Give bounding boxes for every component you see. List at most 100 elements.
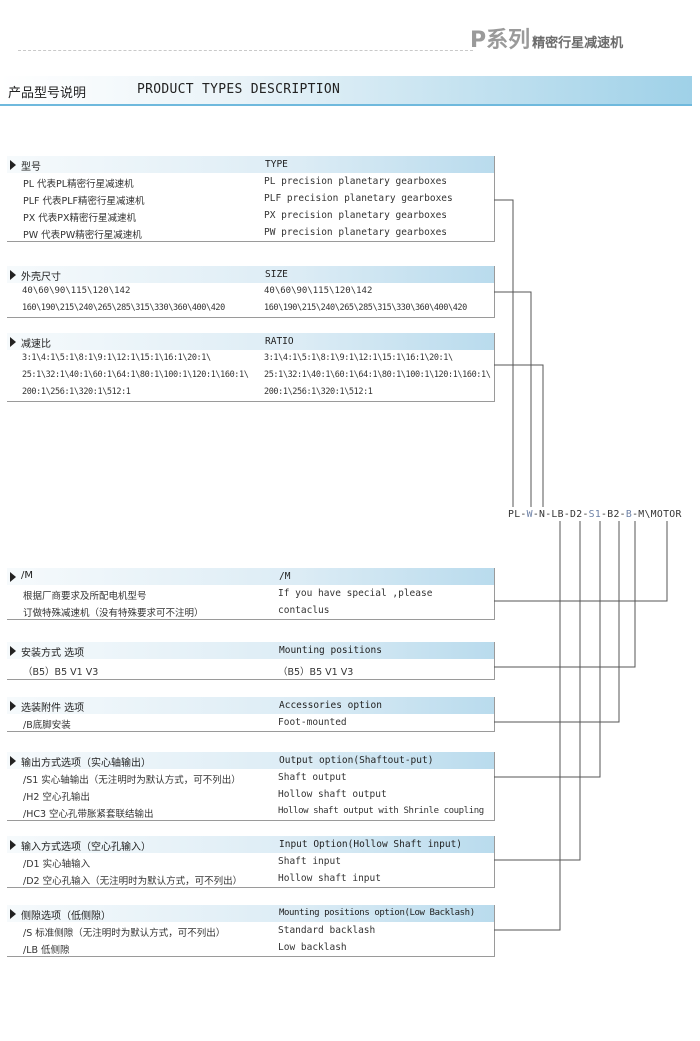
- motor-title-cn: /M: [21, 570, 33, 581]
- ratio-row-cn: 25:1\32:1\40:1\60:1\64:1\80:1\100:1\120:…: [22, 370, 249, 380]
- ratio-row-en: 200:1\256:1\320:1\512:1: [264, 387, 373, 397]
- input-box-header: 输入方式选项（空心孔输入） Input Option(Hollow Shaft …: [7, 836, 494, 853]
- motor-row-cn: 订做特殊减速机（没有特殊要求可不注明）: [23, 608, 204, 619]
- triangle-right-icon: [10, 840, 16, 850]
- model-code-separator: \: [644, 509, 651, 520]
- series-title: P系列精密行星减速机: [470, 22, 623, 54]
- accessories-title-cn: 选装附件 选项: [21, 703, 85, 714]
- backlash-row: /LB 低侧隙 Low backlash: [7, 939, 494, 956]
- motor-row: 订做特殊减速机（没有特殊要求可不注明）contaclus: [7, 602, 494, 619]
- triangle-right-icon: [10, 270, 16, 280]
- series-letter: P: [470, 28, 487, 53]
- output-row-cn: /H2 空心孔输出: [23, 792, 90, 803]
- motor-box: /M /M 根据厂商要求及所配电机型号 If you have special ,…: [7, 568, 495, 620]
- output-row-cn: /HC3 空心孔带胀紧套联结输出: [23, 809, 154, 820]
- connector-backlash: [494, 521, 561, 931]
- mounting-row: （B5）B5 V1 V3 （B5）B5 V1 V3: [7, 659, 494, 679]
- output-row: /H2 空心孔输出 Hollow shaft output: [7, 786, 494, 803]
- type-row-en: PLF precision planetary gearboxes: [264, 193, 453, 204]
- triangle-right-icon: [10, 337, 16, 347]
- output-row-en: Hollow shaft output: [278, 789, 387, 800]
- ratio-box-header: 减速比 RATIO: [7, 333, 494, 350]
- model-code-segment: LB: [551, 509, 564, 520]
- accessories-row-cn: /B底脚安装: [23, 720, 71, 731]
- backlash-row-cn: /LB 低侧隙: [23, 945, 70, 956]
- ratio-title-en: RATIO: [265, 336, 294, 347]
- type-box-header: 型号 TYPE: [7, 156, 494, 173]
- triangle-right-icon: [10, 160, 16, 170]
- model-code-segment: S1: [588, 509, 602, 520]
- size-row: 160\190\215\240\265\285\315\330\360\400\…: [7, 300, 494, 317]
- backlash-box-header: 侧隙选项（低侧隙） Mounting positions option(Low …: [7, 905, 494, 922]
- model-code-separator: -: [520, 509, 527, 520]
- mounting-box-header: 安装方式 选项 Mounting positions: [7, 642, 494, 659]
- ratio-row: 3:1\4:1\5:1\8:1\9:1\12:1\15:1\16:1\20:1\…: [7, 350, 494, 367]
- type-row: PLF 代表PLF精密行星减速机 PLF precision planetary …: [7, 190, 494, 207]
- output-row-en: Shaft output: [278, 772, 347, 783]
- output-row-en: Hollow shaft output with Shrinle couplin…: [278, 806, 484, 816]
- ratio-row-cn: 3:1\4:1\5:1\8:1\9:1\12:1\15:1\16:1\20:1\: [22, 353, 211, 363]
- input-row-en: Hollow shaft input: [278, 873, 381, 884]
- connector-motor: [494, 521, 668, 602]
- size-row-cn: 160\190\215\240\265\285\315\330\360\400\…: [22, 303, 225, 313]
- type-title-en: TYPE: [265, 159, 288, 170]
- input-title-cn: 输入方式选项（空心孔输入）: [21, 842, 151, 853]
- input-title-en: Input Option(Hollow Shaft input): [279, 839, 463, 850]
- motor-box-header: /M /M: [7, 568, 494, 585]
- type-row-en: PL precision planetary gearboxes: [264, 176, 448, 187]
- backlash-box: 侧隙选项（低侧隙） Mounting positions option(Low …: [7, 905, 495, 957]
- output-row: /HC3 空心孔带胀紧套联结输出 Hollow shaft output with…: [7, 803, 494, 820]
- type-row-cn: PW 代表PW精密行星减速机: [23, 230, 142, 241]
- ratio-row-en: 25:1\32:1\40:1\60:1\64:1\80:1\100:1\120:…: [264, 370, 491, 380]
- accessories-box-header: 选装附件 选项 Accessories option: [7, 697, 494, 714]
- model-code-segment: B: [625, 509, 633, 520]
- model-code-segment: MOTOR: [650, 509, 682, 520]
- motor-row-en: If you have special ,please: [278, 588, 433, 599]
- mounting-title-en: Mounting positions: [279, 645, 382, 656]
- model-code-separator: -: [582, 509, 589, 520]
- backlash-row-cn: /S 标准侧隙（无注明时为默认方式，可不列出）: [23, 928, 226, 939]
- model-code-segment: M: [638, 509, 645, 520]
- model-code-segment: N: [539, 509, 546, 520]
- input-row-cn: /D1 实心轴输入: [23, 859, 91, 870]
- backlash-title-en: Mounting positions option(Low Backlash): [279, 908, 475, 918]
- input-row-en: Shaft input: [278, 856, 341, 867]
- section-title-band: 产品型号说明 PRODUCT TYPES DESCRIPTION: [0, 76, 692, 106]
- input-row: /D1 实心轴输入 Shaft input: [7, 853, 494, 870]
- output-title-cn: 输出方式选项（实心轴输出）: [21, 758, 151, 769]
- series-word: 系列: [486, 28, 531, 53]
- mounting-row-en: （B5）B5 V1 V3: [278, 667, 354, 678]
- type-row-cn: PX 代表PX精密行星减速机: [23, 213, 136, 224]
- triangle-right-icon: [10, 572, 16, 582]
- mounting-box: 安装方式 选项 Mounting positions （B5）B5 V1 V3（…: [7, 642, 495, 680]
- type-row-cn: PLF 代表PLF精密行星减速机: [23, 196, 145, 207]
- section-title-en: PRODUCT TYPES DESCRIPTION: [137, 82, 341, 97]
- model-code-separator: -: [545, 509, 552, 520]
- input-box: 输入方式选项（空心孔输入） Input Option(Hollow Shaft …: [7, 836, 495, 888]
- output-row-cn: /S1 实心轴输出（无注明时为默认方式，可不列出）: [23, 775, 241, 786]
- triangle-right-icon: [10, 756, 16, 766]
- output-row: /S1 实心轴输出（无注明时为默认方式，可不列出） Shaft output: [7, 769, 494, 786]
- connector-mounting: [494, 521, 636, 668]
- input-row-cn: /D2 空心孔输入（无注明时为默认方式，可不列出）: [23, 876, 243, 887]
- size-title-cn: 外壳尺寸: [21, 272, 61, 283]
- output-box-header: 输出方式选项（实心轴输出） Output option(Shaftout-put…: [7, 752, 494, 769]
- connector-output: [494, 521, 601, 778]
- triangle-right-icon: [10, 646, 16, 656]
- mounting-row-cn: （B5）B5 V1 V3: [23, 667, 99, 678]
- accessories-row: /B底脚安装 Foot-mounted: [7, 714, 494, 731]
- backlash-row: /S 标准侧隙（无注明时为默认方式，可不列出）Standard backlash: [7, 922, 494, 939]
- backlash-row-en: Low backlash: [278, 942, 347, 953]
- accessories-row-en: Foot-mounted: [278, 717, 347, 728]
- series-subtitle: 精密行星减速机: [532, 36, 624, 51]
- motor-row-cn: 根据厂商要求及所配电机型号: [23, 591, 147, 602]
- triangle-right-icon: [10, 701, 16, 711]
- model-code-separator: -: [601, 509, 608, 520]
- model-code-separator: -: [632, 509, 639, 520]
